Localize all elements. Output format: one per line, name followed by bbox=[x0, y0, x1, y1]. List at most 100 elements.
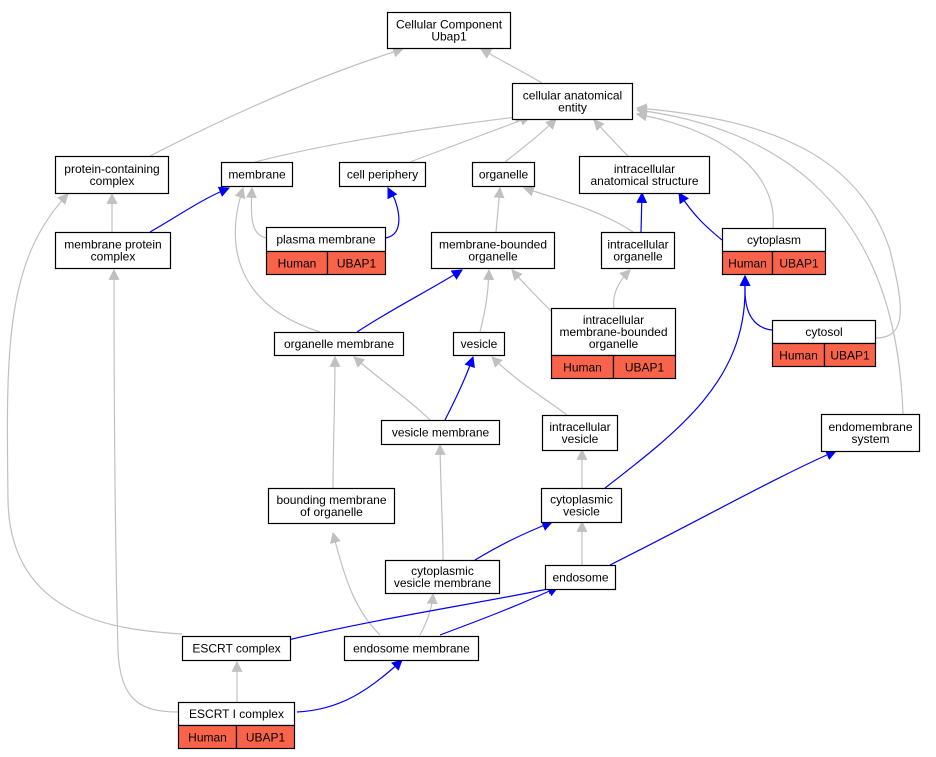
edge-endosome-es bbox=[609, 449, 838, 566]
node-label: cytoplasm bbox=[747, 233, 801, 247]
node-label: entity bbox=[558, 101, 587, 115]
edge-cytoplasm-cae bbox=[635, 110, 774, 229]
edge-vm-om bbox=[353, 356, 431, 421]
node-label: complex bbox=[91, 250, 136, 264]
edge-cvm-vm bbox=[434, 443, 446, 561]
node-box bbox=[600, 231, 676, 270]
node-box bbox=[386, 11, 512, 50]
edge-pm-cellper bbox=[384, 187, 400, 239]
node-box bbox=[541, 414, 619, 452]
edge-io-organelle bbox=[522, 185, 634, 233]
node-box bbox=[544, 564, 617, 591]
edge-bmo-om bbox=[329, 355, 341, 489]
node-box bbox=[338, 161, 427, 188]
node-label: organelle bbox=[468, 250, 518, 264]
node-label: plasma membrane bbox=[276, 233, 376, 247]
edge-cytosol-cytoplasm bbox=[739, 274, 773, 331]
edge-es-cae bbox=[635, 105, 904, 415]
node-imbo[interactable]: intracellularmembrane-boundedorganelleHu… bbox=[550, 307, 677, 380]
node-box bbox=[430, 231, 556, 270]
node-label: complex bbox=[90, 174, 135, 188]
edge-membrane-cae bbox=[254, 111, 527, 163]
edge-ias-cae bbox=[593, 119, 629, 157]
node-membrane[interactable]: membrane bbox=[220, 161, 294, 188]
edge-om-membrane bbox=[234, 186, 321, 333]
edge-em-cvm bbox=[419, 592, 438, 636]
node-em[interactable]: endosome membrane bbox=[343, 635, 480, 662]
edge-cae-root bbox=[480, 48, 543, 84]
node-label: membrane-bounded bbox=[559, 325, 667, 339]
annotation-gene: UBAP1 bbox=[779, 257, 819, 271]
annotation-gene-cell bbox=[326, 250, 387, 276]
edge-vm-vesicle bbox=[444, 355, 475, 421]
edge-escrt1-mpc bbox=[108, 268, 179, 713]
node-label: organelle bbox=[479, 168, 529, 182]
annotation-species: Human bbox=[728, 257, 767, 271]
edge-cytoplasm-ias bbox=[678, 192, 723, 241]
annotation-gene: UBAP1 bbox=[625, 361, 665, 375]
node-box bbox=[471, 161, 536, 188]
edge-em-endosome bbox=[439, 586, 559, 636]
node-om[interactable]: organelle membrane bbox=[273, 331, 405, 357]
edge-iv-vesicle bbox=[491, 356, 568, 416]
node-cellper[interactable]: cell periphery bbox=[338, 161, 427, 188]
node-box bbox=[181, 635, 292, 662]
node-label: organelle bbox=[613, 250, 663, 264]
edge-escrt-endosome bbox=[287, 583, 560, 641]
node-label: membrane-bounded bbox=[439, 238, 547, 252]
node-label: vesicle membrane bbox=[392, 426, 490, 440]
node-label: organelle membrane bbox=[284, 337, 394, 351]
node-box bbox=[540, 487, 623, 524]
edge-mpc-membrane bbox=[149, 186, 231, 233]
node-vesicle[interactable]: vesicle bbox=[452, 331, 506, 357]
node-escrt[interactable]: ESCRT complex bbox=[181, 635, 292, 662]
edge-escrt1-em bbox=[296, 659, 403, 713]
node-label: membrane protein bbox=[64, 238, 161, 252]
annotation-gene-cell bbox=[823, 342, 877, 368]
node-organelle[interactable]: organelle bbox=[471, 161, 536, 188]
node-label: protein-containing bbox=[64, 162, 159, 176]
annotation-species: Human bbox=[563, 361, 602, 375]
node-label: vesicle bbox=[563, 505, 600, 519]
node-label: intracellular bbox=[607, 238, 668, 252]
node-vm[interactable]: vesicle membrane bbox=[380, 419, 501, 446]
node-label: organelle bbox=[589, 337, 639, 351]
node-label: cytosol bbox=[805, 325, 842, 339]
node-label: cytoplasmic bbox=[550, 493, 613, 507]
node-box bbox=[343, 635, 480, 662]
edge-cv-cytoplasm bbox=[604, 274, 751, 489]
node-label: vesicle bbox=[562, 432, 599, 446]
edges bbox=[6, 46, 904, 713]
node-label: intracellular bbox=[614, 162, 675, 176]
node-label: cytoplasmic bbox=[411, 564, 474, 578]
edge-pcc-root bbox=[149, 46, 405, 157]
node-endosome[interactable]: endosome bbox=[544, 564, 617, 591]
edge-imbo-mbo bbox=[511, 269, 553, 313]
edge-em-bmo bbox=[330, 531, 381, 636]
node-label: intracellular bbox=[583, 313, 644, 327]
edge-organelle-cae bbox=[504, 118, 557, 163]
node-label: ESCRT I complex bbox=[189, 707, 284, 721]
edge-pm-membrane bbox=[245, 186, 268, 239]
node-label: anatomical structure bbox=[590, 174, 698, 188]
node-box bbox=[267, 487, 396, 525]
node-box bbox=[384, 559, 501, 595]
